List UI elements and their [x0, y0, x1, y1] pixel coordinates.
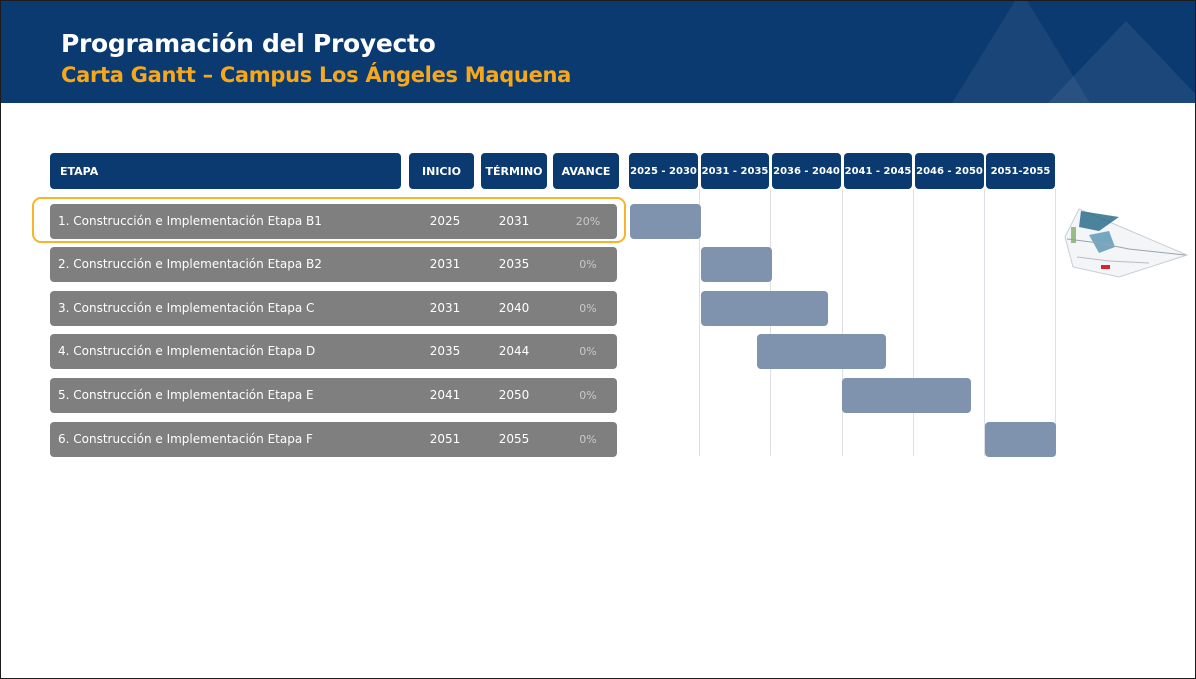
stage-start: 2031	[429, 257, 461, 271]
stage-progress: 20%	[575, 215, 601, 228]
stage-name: 5. Construcción e Implementación Etapa E	[58, 388, 314, 402]
stage-progress: 0%	[579, 258, 597, 271]
slide-title: Programación del Proyecto	[61, 29, 436, 58]
stage-start: 2025	[429, 214, 461, 228]
gantt-bar	[630, 204, 701, 239]
table-row: 1. Construcción e Implementación Etapa B…	[50, 204, 617, 239]
period-gridline	[1055, 189, 1056, 456]
stage-progress: 0%	[579, 302, 597, 315]
gantt-bar	[757, 334, 886, 369]
period-header: 2031 - 2035	[701, 153, 769, 189]
table-row: 3. Construcción e Implementación Etapa C…	[50, 291, 617, 326]
period-header: 2041 - 2045	[844, 153, 912, 189]
period-header: 2025 - 2030	[629, 153, 698, 189]
stage-name: 2. Construcción e Implementación Etapa B…	[58, 257, 322, 271]
stage-name: 4. Construcción e Implementación Etapa D	[58, 344, 316, 358]
stage-start: 2031	[429, 301, 461, 315]
stage-end: 2044	[498, 344, 530, 358]
stage-end: 2035	[498, 257, 530, 271]
period-gridline	[842, 189, 843, 456]
slide-header: Programación del Proyecto Carta Gantt – …	[1, 1, 1195, 103]
period-gridline	[699, 189, 700, 456]
stage-name: 6. Construcción e Implementación Etapa F	[58, 432, 313, 446]
period-header: 2046 - 2050	[915, 153, 984, 189]
header-stage: ETAPA	[50, 153, 401, 189]
header-decoration	[941, 1, 1101, 103]
table-row: 2. Construcción e Implementación Etapa B…	[50, 247, 617, 282]
stage-progress: 0%	[579, 433, 597, 446]
stage-name: 3. Construcción e Implementación Etapa C	[58, 301, 315, 315]
stage-progress: 0%	[579, 345, 597, 358]
period-header: 2051-2055	[986, 153, 1055, 189]
gantt-bar	[842, 378, 971, 413]
header-progress: AVANCE	[553, 153, 619, 189]
highlight-box	[32, 197, 626, 243]
stage-end: 2031	[498, 214, 530, 228]
site-plan-image	[1064, 208, 1189, 278]
table-row: 4. Construcción e Implementación Etapa D…	[50, 334, 617, 369]
period-header: 2036 - 2040	[772, 153, 841, 189]
stage-start: 2035	[429, 344, 461, 358]
header-end: TÉRMINO	[481, 153, 547, 189]
stage-start: 2051	[429, 432, 461, 446]
period-gridline	[913, 189, 914, 456]
stage-end: 2050	[498, 388, 530, 402]
header-decoration	[1031, 21, 1195, 103]
stage-end: 2055	[498, 432, 530, 446]
gantt-bar	[985, 422, 1056, 457]
gantt-bar	[701, 247, 772, 282]
stage-end: 2040	[498, 301, 530, 315]
table-row: 6. Construcción e Implementación Etapa F…	[50, 422, 617, 457]
slide-subtitle: Carta Gantt – Campus Los Ángeles Maquena	[61, 63, 572, 87]
stage-start: 2041	[429, 388, 461, 402]
period-gridline	[984, 189, 985, 456]
stage-name: 1. Construcción e Implementación Etapa B…	[58, 214, 322, 228]
gantt-bar	[701, 291, 828, 326]
stage-progress: 0%	[579, 389, 597, 402]
table-row: 5. Construcción e Implementación Etapa E…	[50, 378, 617, 413]
header-start: INICIO	[409, 153, 474, 189]
